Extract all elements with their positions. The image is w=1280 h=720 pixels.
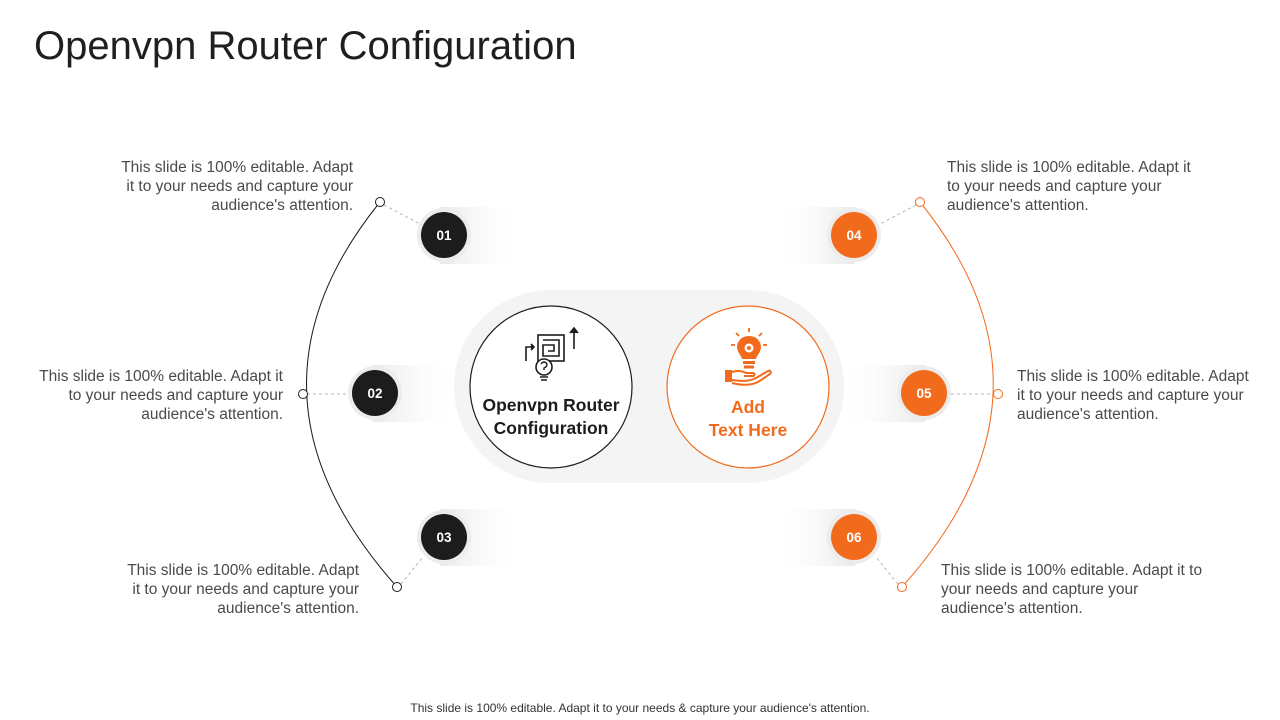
arc-node-04	[915, 197, 925, 207]
step-text-01: This slide is 100% editable. Adapt it to…	[121, 158, 353, 215]
center-label-left-line2: Configuration	[493, 418, 609, 438]
step-text-04-line2: to your needs and capture your	[947, 178, 1162, 195]
step-text-05-line1: This slide is 100% editable. Adapt	[1017, 368, 1249, 385]
step-badge-01: 01	[421, 212, 467, 258]
step-text-03-line3: audience's attention.	[217, 600, 359, 617]
step-badge-02: 02	[352, 370, 398, 416]
step-badge-03: 03	[421, 514, 467, 560]
step-text-05-line3: audience's attention.	[1017, 406, 1159, 423]
arc-node-06	[897, 582, 907, 592]
arc-node-01	[375, 197, 385, 207]
step-text-03: This slide is 100% editable. Adapt it to…	[127, 561, 359, 618]
connector-03	[400, 556, 424, 585]
center-circle-left	[469, 305, 633, 469]
footer-note: This slide is 100% editable. Adapt it to…	[410, 701, 870, 715]
step-text-06-line3: audience's attention.	[941, 600, 1083, 617]
center-label-right: Add Text Here	[667, 396, 829, 442]
step-text-06-line2: your needs and capture your	[941, 581, 1139, 598]
maze-question-icon	[525, 326, 579, 381]
step-text-02-line2: to your needs and capture your	[68, 387, 283, 404]
step-text-02: This slide is 100% editable. Adapt it to…	[39, 367, 283, 424]
step-text-03-line1: This slide is 100% editable. Adapt	[127, 562, 359, 579]
step-text-01-line2: it to your needs and capture your	[126, 178, 353, 195]
step-text-05: This slide is 100% editable. Adapt it to…	[1017, 367, 1249, 424]
step-badge-04: 04	[831, 212, 877, 258]
connector-04	[879, 204, 917, 225]
step-text-02-line1: This slide is 100% editable. Adapt it	[39, 368, 283, 385]
step-text-03-line2: it to your needs and capture your	[132, 581, 359, 598]
center-label-left-line1: Openvpn Router	[482, 395, 620, 415]
connector-06	[875, 556, 899, 585]
step-badge-06: 06	[831, 514, 877, 560]
step-text-04: This slide is 100% editable. Adapt it to…	[947, 158, 1191, 215]
center-label-right-line2: Text Here	[708, 420, 788, 440]
step-text-01-line3: audience's attention.	[211, 197, 353, 214]
connector-01	[383, 204, 421, 225]
step-text-05-line2: it to your needs and capture your	[1017, 387, 1244, 404]
step-text-04-line3: audience's attention.	[947, 197, 1089, 214]
arc-node-03	[392, 582, 402, 592]
page-title: Openvpn Router Configuration	[34, 24, 577, 68]
arc-node-05	[993, 389, 1003, 399]
arc-node-02	[298, 389, 308, 399]
step-text-06: This slide is 100% editable. Adapt it to…	[941, 561, 1202, 618]
center-circle-right	[666, 305, 830, 469]
step-text-04-line1: This slide is 100% editable. Adapt it	[947, 159, 1191, 176]
step-text-02-line3: audience's attention.	[141, 406, 283, 423]
step-text-01-line1: This slide is 100% editable. Adapt	[121, 159, 353, 176]
step-text-06-line1: This slide is 100% editable. Adapt it to	[941, 562, 1203, 579]
center-label-right-line1: Add	[730, 397, 766, 417]
lightbulb-hand-icon	[725, 328, 772, 386]
center-label-left: Openvpn Router Configuration	[470, 394, 632, 440]
step-badge-05: 05	[901, 370, 947, 416]
